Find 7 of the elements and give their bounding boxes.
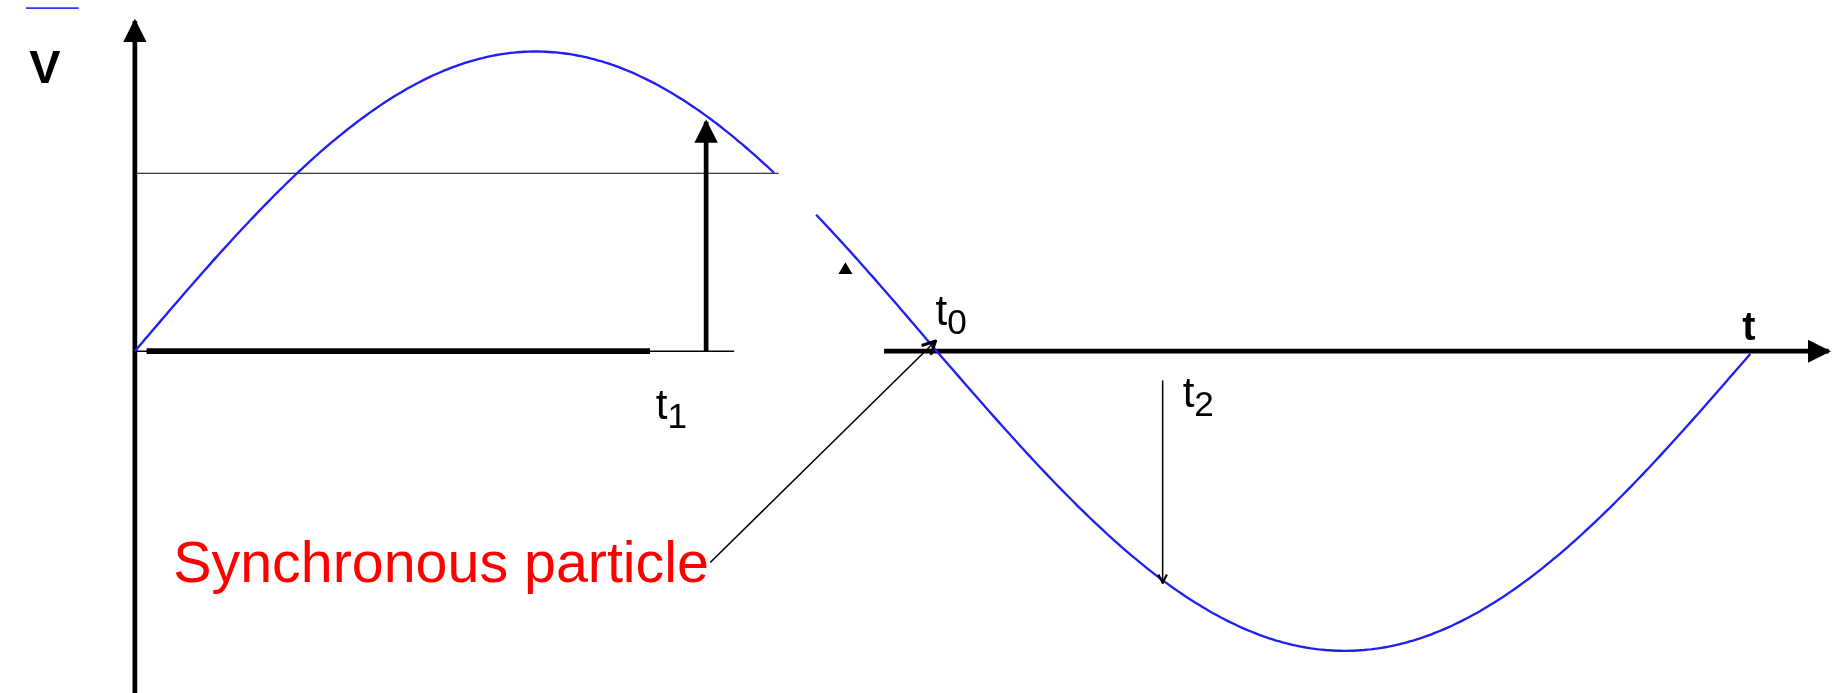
time-label: t$_{0}$ <box>935 290 967 340</box>
time-label: t$_{1}$ <box>655 384 687 434</box>
leader-line <box>709 339 938 564</box>
axis-label: V <box>29 44 61 92</box>
time-label: t$_{2}$ <box>1182 372 1214 422</box>
callout-text: Synchronous particle <box>173 533 709 592</box>
axis-label: t <box>1742 306 1756 347</box>
